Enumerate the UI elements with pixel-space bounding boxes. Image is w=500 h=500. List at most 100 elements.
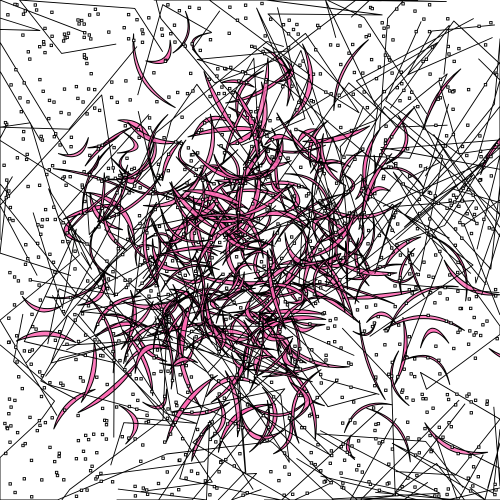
square-dot xyxy=(254,110,258,114)
square-dot xyxy=(347,452,352,456)
square-dot xyxy=(495,143,499,147)
square-dot xyxy=(493,287,498,292)
square-dot xyxy=(172,23,177,27)
black-scribble-line xyxy=(271,173,396,285)
square-dot xyxy=(225,330,229,335)
square-dot xyxy=(256,217,260,221)
square-dot xyxy=(76,96,80,101)
square-dot xyxy=(322,311,327,315)
square-dot xyxy=(390,447,395,451)
square-dot xyxy=(373,428,377,433)
square-dot xyxy=(262,264,266,268)
square-dot xyxy=(396,222,400,226)
square-dot xyxy=(50,10,54,14)
square-dot xyxy=(293,344,297,348)
black-scribble-line xyxy=(392,171,487,363)
square-dot xyxy=(166,196,170,200)
square-dot xyxy=(241,70,245,74)
square-dot xyxy=(233,126,237,131)
square-dot xyxy=(133,484,137,489)
square-dot xyxy=(390,360,394,365)
square-dot xyxy=(421,397,425,401)
square-dot xyxy=(14,345,18,349)
square-dot xyxy=(161,456,165,460)
pink-loop-stroke xyxy=(402,355,451,385)
square-dot xyxy=(342,155,346,159)
square-dot xyxy=(55,473,60,478)
pink-loop-stroke xyxy=(89,164,129,238)
square-dot xyxy=(237,184,241,188)
square-dot xyxy=(356,272,361,277)
square-dot xyxy=(423,167,428,171)
square-dot xyxy=(83,31,87,35)
square-dot xyxy=(477,24,481,28)
square-dot xyxy=(157,331,161,335)
square-dot xyxy=(111,332,116,336)
square-dot xyxy=(282,451,287,455)
square-dot xyxy=(177,488,181,492)
square-dot xyxy=(80,185,85,189)
square-dot xyxy=(333,340,337,344)
square-dot xyxy=(396,375,400,379)
square-dot xyxy=(76,18,80,22)
square-dot xyxy=(271,395,276,399)
black-scribble-line xyxy=(350,0,418,18)
square-dot xyxy=(307,149,311,153)
square-dot xyxy=(322,480,326,484)
square-dot xyxy=(157,224,162,229)
black-scribble-line xyxy=(192,363,291,500)
square-dot xyxy=(413,374,417,379)
pink-loop-stroke xyxy=(187,125,271,138)
black-scribble-line xyxy=(458,454,500,500)
black-scribble-line xyxy=(205,0,311,192)
black-scribble-line xyxy=(250,149,406,289)
square-dot xyxy=(468,454,472,459)
square-dot xyxy=(410,291,414,295)
square-dot xyxy=(121,252,125,257)
black-scribble-line xyxy=(283,206,432,292)
square-dot xyxy=(15,360,19,364)
square-dot xyxy=(424,397,428,401)
square-dot xyxy=(398,253,403,257)
square-dot xyxy=(270,137,275,142)
square-dot xyxy=(307,414,312,418)
square-dot xyxy=(85,242,89,246)
square-dot xyxy=(243,71,248,76)
square-dot xyxy=(362,90,366,94)
square-dot xyxy=(323,209,327,213)
square-dot xyxy=(93,106,97,110)
square-dot xyxy=(339,445,343,449)
square-dot xyxy=(69,135,74,139)
square-dot xyxy=(427,274,431,278)
square-dot xyxy=(397,323,401,327)
black-scribble-line xyxy=(241,7,306,146)
square-dot xyxy=(226,378,231,382)
square-dot xyxy=(347,211,352,215)
square-dot xyxy=(22,129,26,134)
square-dot xyxy=(328,461,332,465)
black-scribble-line xyxy=(137,110,198,321)
square-dot xyxy=(160,33,165,37)
square-dot xyxy=(387,372,391,376)
square-dot xyxy=(264,80,268,84)
square-dot xyxy=(81,379,85,383)
square-dot xyxy=(233,421,237,426)
square-dot xyxy=(337,93,341,97)
square-dot xyxy=(268,203,272,207)
square-dot xyxy=(367,480,371,484)
square-dot xyxy=(61,383,65,387)
square-dot xyxy=(59,110,63,115)
square-dot xyxy=(23,441,27,446)
square-dot xyxy=(349,238,353,242)
square-dot xyxy=(441,435,445,439)
square-dot xyxy=(147,16,151,20)
square-dot xyxy=(337,104,342,108)
pink-loop-stroke xyxy=(291,281,361,325)
square-dot xyxy=(253,45,257,49)
square-dot xyxy=(148,255,152,260)
square-dot xyxy=(466,123,470,127)
black-scribble-line xyxy=(263,458,403,500)
square-dot xyxy=(468,489,473,493)
square-dot xyxy=(28,349,32,353)
